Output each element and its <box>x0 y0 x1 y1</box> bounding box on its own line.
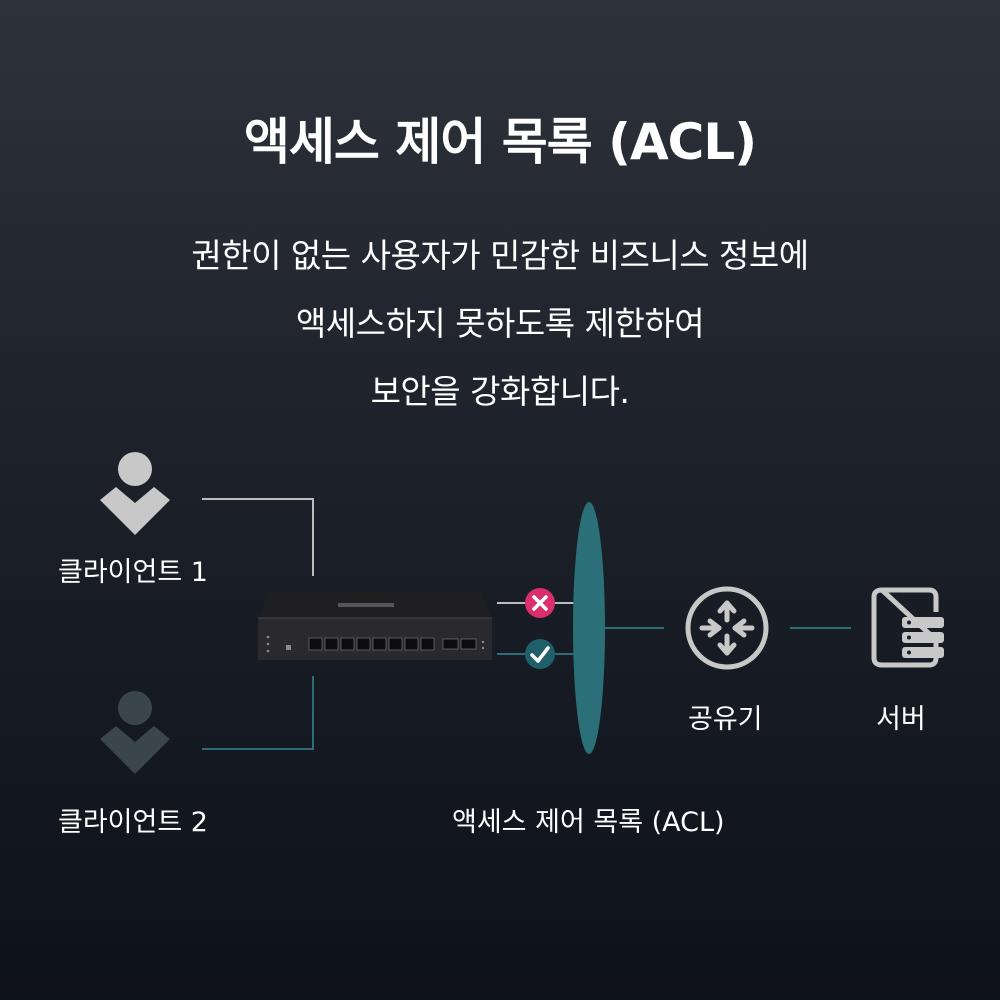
user-icon <box>100 452 170 535</box>
client2-label: 클라이언트 2 <box>58 807 208 838</box>
router-icon <box>685 586 769 670</box>
description-line-1: 권한이 없는 사용자가 민감한 비즈니스 정보에 <box>191 236 809 275</box>
user-icon <box>100 691 170 774</box>
check-circle-icon <box>525 639 555 669</box>
router-label: 공유기 <box>688 704 763 735</box>
description: 권한이 없는 사용자가 민감한 비즈니스 정보에 액세스하지 못하도록 제한하여… <box>0 222 1000 426</box>
x-circle-icon <box>525 588 555 618</box>
acl-barrier <box>573 502 605 754</box>
client2-connection-line <box>202 676 314 750</box>
description-line-3: 보안을 강화합니다. <box>370 372 630 411</box>
page-title: 액세스 제어 목록 (ACL) <box>243 113 757 171</box>
description-line-2: 액세스하지 못하도록 제한하여 <box>295 304 705 343</box>
server-icon <box>871 587 944 668</box>
acl-label: 액세스 제어 목록 (ACL) <box>452 807 725 838</box>
client1-label: 클라이언트 1 <box>58 557 208 588</box>
network-switch-icon <box>258 592 492 660</box>
client1-connection-line <box>202 498 314 576</box>
server-label: 서버 <box>876 704 926 735</box>
